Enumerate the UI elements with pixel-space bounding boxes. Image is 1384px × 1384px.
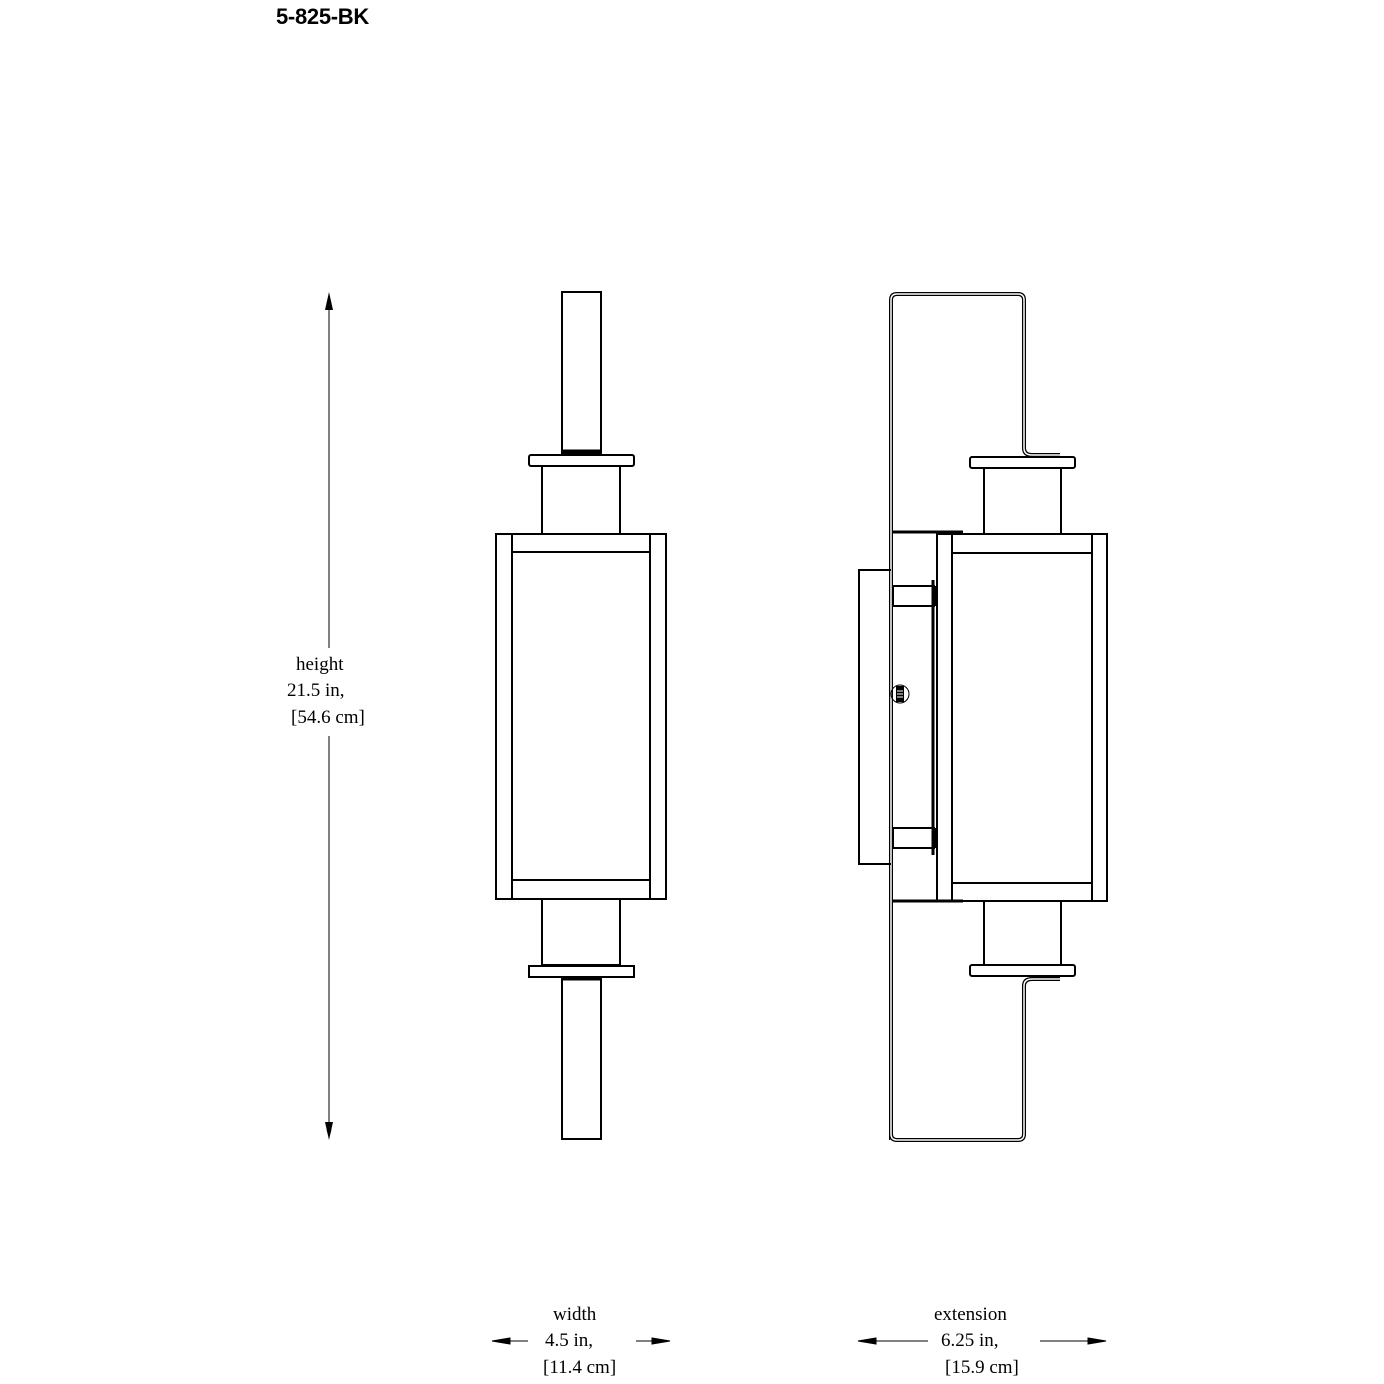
width-imperial-value: 4.5 in, [545,1330,594,1351]
extension-label: extension [934,1304,1007,1325]
width-metric-value: [11.4 cm] [543,1357,617,1378]
model-number-title: 5-825-BK [276,4,369,29]
height-dimension-line [325,292,333,1140]
extension-imperial-value: 6.25 in, [941,1330,999,1351]
front-view [495,291,667,1140]
height-metric-value: [54.6 cm] [291,707,365,728]
height-imperial-value: 21.5 in, [287,680,345,701]
height-label: height [296,654,344,675]
width-dimension-line [491,1337,671,1345]
width-label: width [553,1304,597,1325]
extension-metric-value: [15.9 cm] [945,1357,1019,1378]
extension-dimension-line [857,1337,1107,1345]
side-view [858,292,1108,1142]
